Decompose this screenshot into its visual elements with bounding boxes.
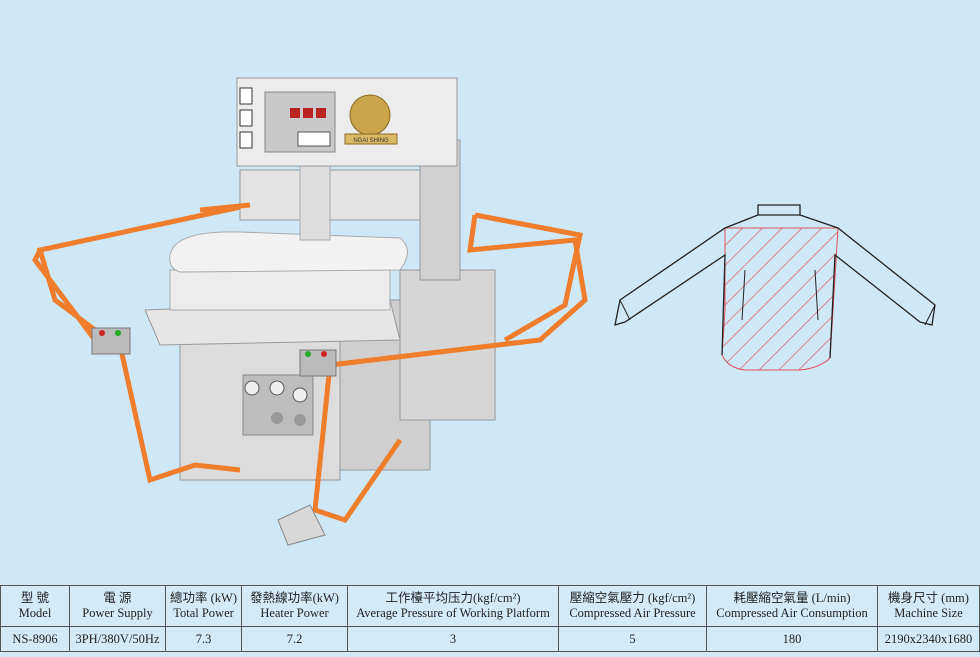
- header-en: Machine Size: [894, 606, 963, 620]
- header-zh: 總功率 (kW): [170, 591, 237, 605]
- header-en: Heater Power: [260, 606, 329, 620]
- header-machine-size: 機身尺寸 (mm)Machine Size: [877, 585, 980, 627]
- product-illustration: NGAI SHING: [32, 77, 936, 546]
- header-heater-power: 發熱線功率(kW)Heater Power: [241, 585, 348, 627]
- table-row: NS-8906 3PH/380V/50Hz 7.3 7.2 3 5 180 21…: [0, 626, 980, 652]
- header-zh: 型 號: [20, 591, 50, 605]
- header-en: Power Supply: [82, 606, 153, 620]
- header-zh: 耗壓縮空氣量 (L/min): [733, 591, 851, 605]
- cell-heater-power: 7.2: [241, 626, 348, 652]
- cell-platform-pressure: 3: [347, 626, 559, 652]
- garment-press-area-diagram: [614, 204, 936, 371]
- header-en: Total Power: [173, 606, 234, 620]
- header-platform-pressure: 工作檯平均压力(kgf/cm²)Average Pressure of Work…: [347, 585, 559, 627]
- header-zh: 工作檯平均压力(kgf/cm²): [385, 591, 521, 605]
- header-total-power: 總功率 (kW)Total Power: [165, 585, 242, 627]
- pressing-machine-image: NGAI SHING: [32, 77, 588, 546]
- cell-total-power: 7.3: [165, 626, 242, 652]
- cell-model: NS-8906: [0, 626, 70, 652]
- header-zh: 電 源: [103, 591, 132, 605]
- cell-air-consumption: 180: [706, 626, 878, 652]
- header-en: Compressed Air Pressure: [569, 606, 696, 620]
- header-zh: 發熱線功率(kW): [250, 591, 339, 605]
- header-air-consumption: 耗壓縮空氣量 (L/min)Compressed Air Consumption: [706, 585, 878, 627]
- header-en: Average Pressure of Working Platform: [356, 606, 550, 620]
- header-en: Compressed Air Consumption: [716, 606, 868, 620]
- cell-air-pressure: 5: [558, 626, 707, 652]
- header-en: Model: [18, 606, 52, 620]
- cell-power-supply: 3PH/380V/50Hz: [69, 626, 166, 652]
- cell-machine-size: 2190x2340x1680: [877, 626, 980, 652]
- header-zh: 壓縮空氣壓力 (kgf/cm²): [569, 591, 696, 605]
- header-air-pressure: 壓縮空氣壓力 (kgf/cm²)Compressed Air Pressure: [558, 585, 707, 627]
- brand-logo: NGAI SHING: [353, 138, 389, 144]
- header-zh: 機身尺寸 (mm): [888, 591, 969, 605]
